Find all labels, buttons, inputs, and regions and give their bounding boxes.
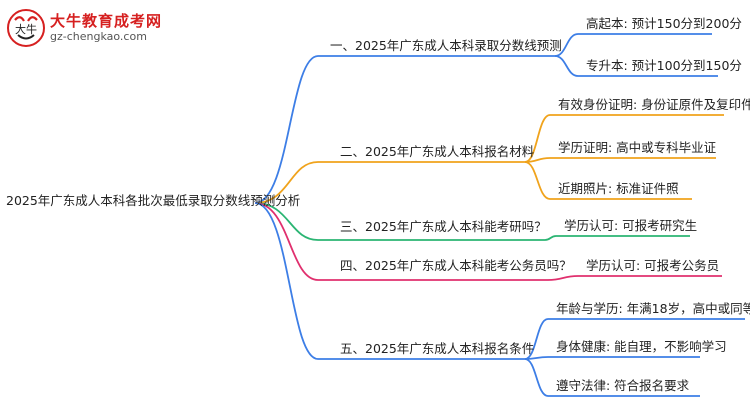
logo-url: gz-chengkao.com bbox=[50, 30, 147, 43]
branch-2-leaf-1-connector bbox=[524, 114, 724, 163]
root-topic: 2025年广东成人本科各批次最低录取分数线预测分析 bbox=[6, 193, 301, 208]
branch-2-leaf-2: 学历证明: 高中或专科毕业证 bbox=[558, 140, 717, 155]
branch-1-leaf-2-connector bbox=[554, 55, 718, 77]
branch-5-leaf-1-connector bbox=[524, 318, 745, 360]
branch-5-connector bbox=[254, 202, 525, 360]
branch-3-label: 三、2025年广东成人本科能考研吗？ bbox=[340, 219, 547, 234]
branch-2-leaf-1: 有效身份证明: 身份证原件及复印件 bbox=[558, 97, 750, 112]
branch-4-connector bbox=[254, 202, 548, 281]
branch-1-connector bbox=[254, 55, 555, 204]
branch-2-connector bbox=[254, 161, 525, 204]
logo-mark-text: 大牛 bbox=[15, 22, 37, 36]
branch-2-leaf-3-connector bbox=[524, 161, 692, 200]
branch-1-leaf-1-connector bbox=[554, 33, 712, 57]
branch-5-leaf-3: 遵守法律: 符合报名要求 bbox=[556, 378, 690, 393]
branch-2-label: 二、2025年广东成人本科报名材料 bbox=[340, 144, 535, 159]
branch-1-leaf-1: 高起本: 预计150分到200分 bbox=[586, 16, 742, 31]
branch-4-label: 四、2025年广东成人本科能考公务员吗？ bbox=[340, 258, 572, 273]
bull-logo-icon: 大牛 bbox=[7, 9, 45, 47]
branch-1-label: 一、2025年广东成人本科录取分数线预测 bbox=[330, 38, 562, 53]
branch-2-leaf-3: 近期照片: 标准证件照 bbox=[558, 181, 679, 196]
logo-title: 大牛教育成考网 bbox=[50, 12, 163, 30]
branch-5-label: 五、2025年广东成人本科报名条件 bbox=[340, 341, 535, 356]
branch-1-leaf-2: 专升本: 预计100分到150分 bbox=[586, 58, 742, 73]
branch-3-connector bbox=[254, 202, 545, 241]
branch-5-leaf-3-connector bbox=[524, 358, 700, 397]
branch-5-leaf-2: 身体健康: 能自理，不影响学习 bbox=[556, 339, 727, 354]
branch-2-leaf-2-connector bbox=[524, 157, 716, 163]
branch-5-leaf-1: 年龄与学历: 年满18岁，高中或同等学历 bbox=[556, 301, 750, 316]
branch-4-leaf-1-connector bbox=[547, 275, 722, 281]
branch-3-leaf-1-connector bbox=[544, 235, 690, 241]
branch-4-leaf-1: 学历认可: 可报考公务员 bbox=[586, 258, 720, 273]
branch-5-leaf-2-connector bbox=[524, 356, 700, 360]
branch-3-leaf-1: 学历认可: 可报考研究生 bbox=[564, 218, 698, 233]
site-logo[interactable]: 大牛 大牛教育成考网 gz-chengkao.com bbox=[6, 6, 176, 52]
